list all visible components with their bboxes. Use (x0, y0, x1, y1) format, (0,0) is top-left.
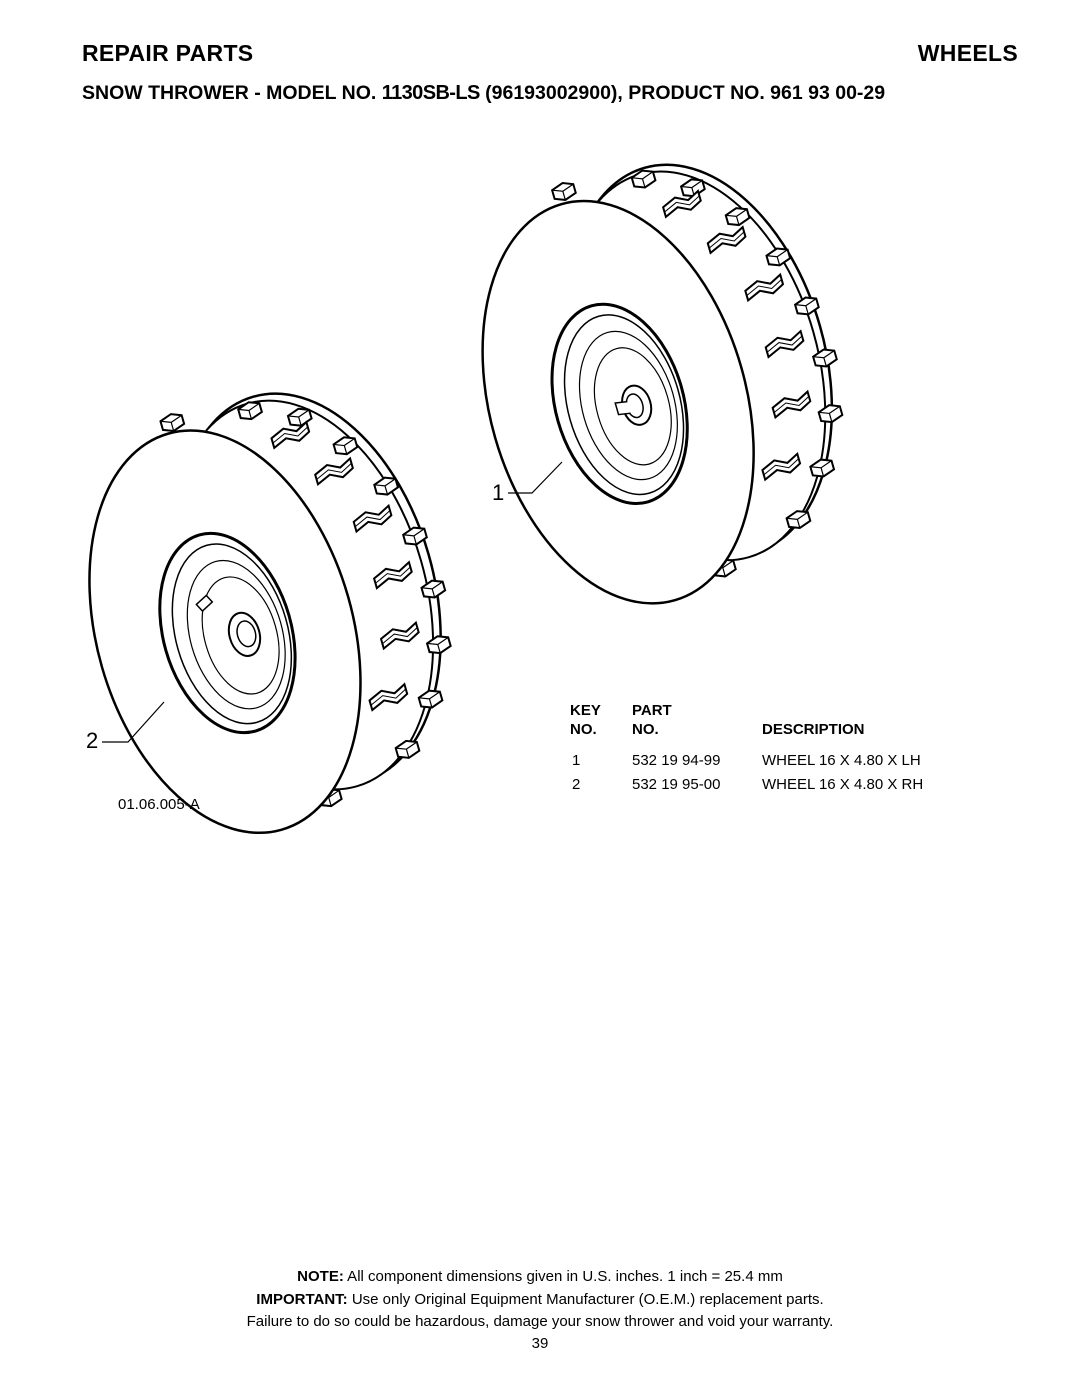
header-part-line1: PART (632, 702, 672, 719)
note-text: All component dimensions given in U.S. i… (343, 1268, 783, 1285)
row-2-key: 2 (572, 776, 581, 793)
page-title: WHEELS (917, 40, 1018, 66)
header-part-line2: NO. (632, 721, 659, 738)
footer-important: IMPORTANT: Use only Original Equipment M… (0, 1291, 1080, 1308)
header-key-line1: KEY (570, 702, 601, 719)
row-1-description: WHEEL 16 X 4.80 X LH (762, 752, 921, 769)
header-description: DESCRIPTION (762, 721, 865, 738)
leader-line-2 (102, 701, 165, 743)
row-2-part: 532 19 95-00 (632, 776, 721, 793)
footer-warning: Failure to do so could be hazardous, dam… (246, 1313, 834, 1330)
wheel-2 (88, 392, 453, 835)
key-label-1: 1 (492, 480, 505, 505)
subtitle-suffix: (96193002900), PRODUCT NO. 961 93 00-29 (479, 82, 886, 104)
model-number: 1130SB-LS (381, 82, 481, 104)
model-subtitle: SNOW THROWER - MODEL NO. 1130SB-LS (9619… (82, 82, 1022, 105)
page-number: 39 (531, 1335, 549, 1352)
row-2-description: WHEEL 16 X 4.80 X RH (762, 776, 924, 793)
key-label-2: 2 (86, 728, 99, 753)
row-1-key: 1 (572, 752, 581, 769)
footer-note: NOTE: All component dimensions given in … (0, 1268, 1080, 1285)
section-title: REPAIR PARTS (82, 40, 254, 66)
important-label: IMPORTANT: (256, 1291, 348, 1308)
subtitle-prefix: SNOW THROWER - MODEL NO. (82, 82, 382, 104)
header-key-line2: NO. (570, 721, 597, 738)
wheel-1 (481, 163, 845, 605)
note-label: NOTE: (297, 1268, 344, 1285)
drawing-number: 01.06.005-A (118, 796, 200, 813)
important-text: Use only Original Equipment Manufacturer… (347, 1291, 824, 1308)
row-1-part: 532 19 94-99 (632, 752, 721, 769)
leader-line-1 (508, 461, 563, 494)
